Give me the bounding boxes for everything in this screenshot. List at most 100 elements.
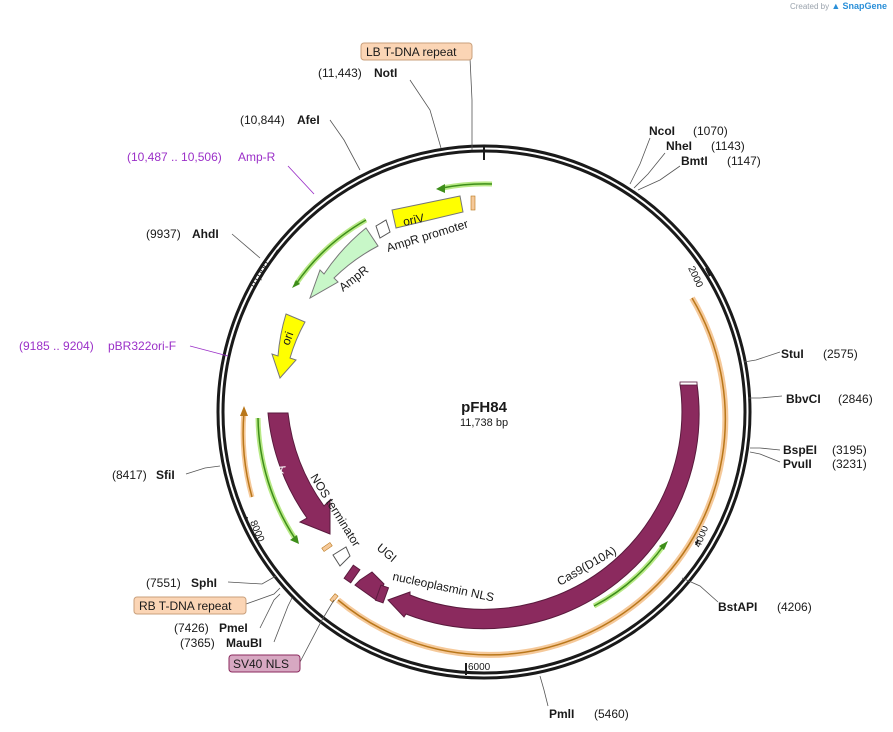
rb-tdna-marker — [321, 542, 333, 552]
nos-terminator-feature[interactable] — [332, 546, 351, 567]
sv40-leader — [299, 599, 335, 663]
nheI-name: NheI — [666, 139, 692, 153]
left-orange-arrow — [242, 411, 253, 498]
amp-r-primer-pos: (10,487 .. 10,506) — [127, 150, 222, 164]
ori-feature[interactable] — [271, 313, 306, 379]
sv40-nls-marker — [329, 593, 339, 603]
pvuII-name: PvuII — [783, 457, 812, 471]
ncoI-name: NcoI — [649, 124, 675, 138]
oriv-label: oriV — [402, 211, 426, 229]
stuI-name: StuI — [781, 347, 804, 361]
rb-tdna-label: RB T-DNA repeat — [139, 599, 232, 613]
pvuII-pos: (3231) — [832, 457, 867, 471]
enzyme-leaders — [185, 57, 783, 707]
bbvcI-leader — [748, 395, 783, 399]
ampr-feature[interactable] — [309, 227, 379, 300]
sv40-nls-box — [228, 654, 301, 673]
pbr322-primer-name: pBR322ori-F — [108, 339, 176, 353]
ampr-green-arrowhead — [292, 280, 300, 288]
tick-4000 — [695, 539, 699, 546]
sphI-name: SphI — [191, 576, 217, 590]
plasmid-name: pFH84 — [461, 399, 508, 416]
nheI-pos: (1143) — [711, 139, 745, 153]
pmeI-pos: (7426) — [174, 621, 209, 635]
lb-leader — [469, 57, 473, 150]
sfiI-pos: (8417) — [112, 468, 147, 482]
bstapi-name: BstAPI — [718, 600, 757, 614]
bspeI-pos: (3195) — [832, 443, 867, 457]
notI-pos: (11,443) — [318, 66, 362, 80]
afeI-name: AfeI — [297, 113, 320, 127]
ampr-green-line — [295, 219, 367, 285]
ahdI-name: AhdI — [192, 227, 219, 241]
pmeI-leader — [259, 593, 281, 629]
afeI-pos: (10,844) — [240, 113, 285, 127]
afeI-leader — [329, 119, 361, 171]
bspeI-name: BspEI — [783, 443, 817, 457]
bmtI-name: BmtI — [681, 154, 708, 168]
oriv-feature[interactable] — [391, 195, 464, 229]
cas9-inner-arrow — [593, 544, 665, 607]
ahdI-leader — [231, 233, 261, 259]
snapgene-logo-icon: ▲ — [831, 1, 841, 11]
lb-tdna-label: LB T-DNA repeat — [366, 45, 457, 59]
plasmid-length: 11,738 bp — [460, 417, 508, 429]
tick-label-10000: 10,000 — [247, 259, 273, 291]
tick-10000 — [273, 249, 279, 257]
top-green-arrowhead — [436, 184, 445, 193]
maubI-leader — [273, 597, 293, 643]
rb-leader — [245, 587, 281, 605]
amp-r-primer-leader — [287, 165, 315, 195]
bbvcI-name: BbvCI — [786, 392, 821, 406]
ncoI-leader — [629, 137, 651, 185]
notI-leader — [409, 79, 442, 149]
lb-tdna-marker — [470, 195, 476, 211]
amp-r-primer-name: Amp-R — [238, 150, 276, 164]
lb-tdna-box — [360, 42, 473, 61]
trfa-label: trfA — [270, 463, 289, 485]
stuI-leader — [743, 351, 781, 363]
pvuII-leader — [749, 451, 781, 463]
left-green-arrow — [257, 417, 297, 541]
bbvcI-pos: (2846) — [838, 392, 873, 406]
snapgene-brand: Created by ▲ SnapGene — [790, 1, 887, 11]
pmeI-name: PmeI — [219, 621, 248, 635]
trfa-feature[interactable] — [267, 412, 331, 535]
pmlI-name: PmlI — [549, 707, 574, 721]
nheI-leader — [633, 152, 666, 189]
maubI-name: MauBI — [226, 636, 262, 650]
maubI-pos: (7365) — [180, 636, 215, 650]
sv40-nls-label: SV40 NLS — [233, 657, 289, 671]
sphI-leader — [227, 575, 277, 585]
stuI-pos: (2575) — [823, 347, 858, 361]
pmlI-pos: (5460) — [594, 707, 629, 721]
ampr-promoter-feature[interactable] — [375, 219, 391, 239]
left-green-arrowhead — [290, 535, 299, 544]
rb-tdna-box — [133, 596, 247, 615]
sphI-pos: (7551) — [146, 576, 181, 590]
ticks — [245, 146, 711, 675]
pbr322-primer-leader — [189, 345, 229, 357]
left-orange-arrowhead — [240, 406, 248, 416]
bmtI-leader — [637, 165, 681, 191]
cas9-cut-marker — [679, 381, 698, 386]
pmlI-leader — [539, 675, 549, 707]
sfiI-name: SfiI — [156, 468, 175, 482]
ugi-label: UGI — [374, 541, 399, 565]
bstapi-pos: (4206) — [777, 600, 812, 614]
sfiI-leader — [185, 465, 221, 475]
snapgene-logo-text: SnapGene — [842, 1, 887, 11]
created-by-text: Created by — [789, 2, 830, 11]
tick-label-6000: 6000 — [468, 662, 491, 673]
tick-2000 — [705, 267, 711, 277]
ahdI-pos: (9937) — [146, 227, 181, 241]
bmtI-pos: (1147) — [727, 154, 761, 168]
ncoI-pos: (1070) — [693, 124, 728, 138]
ugi-block[interactable] — [343, 564, 361, 584]
cas9-inner-arrowhead — [659, 541, 668, 550]
pbr322-primer-pos: (9185 .. 9204) — [19, 339, 94, 353]
cas9-d10a-feature[interactable] — [387, 383, 700, 630]
tick-8000 — [245, 516, 248, 522]
ori-label: ori — [279, 330, 297, 347]
